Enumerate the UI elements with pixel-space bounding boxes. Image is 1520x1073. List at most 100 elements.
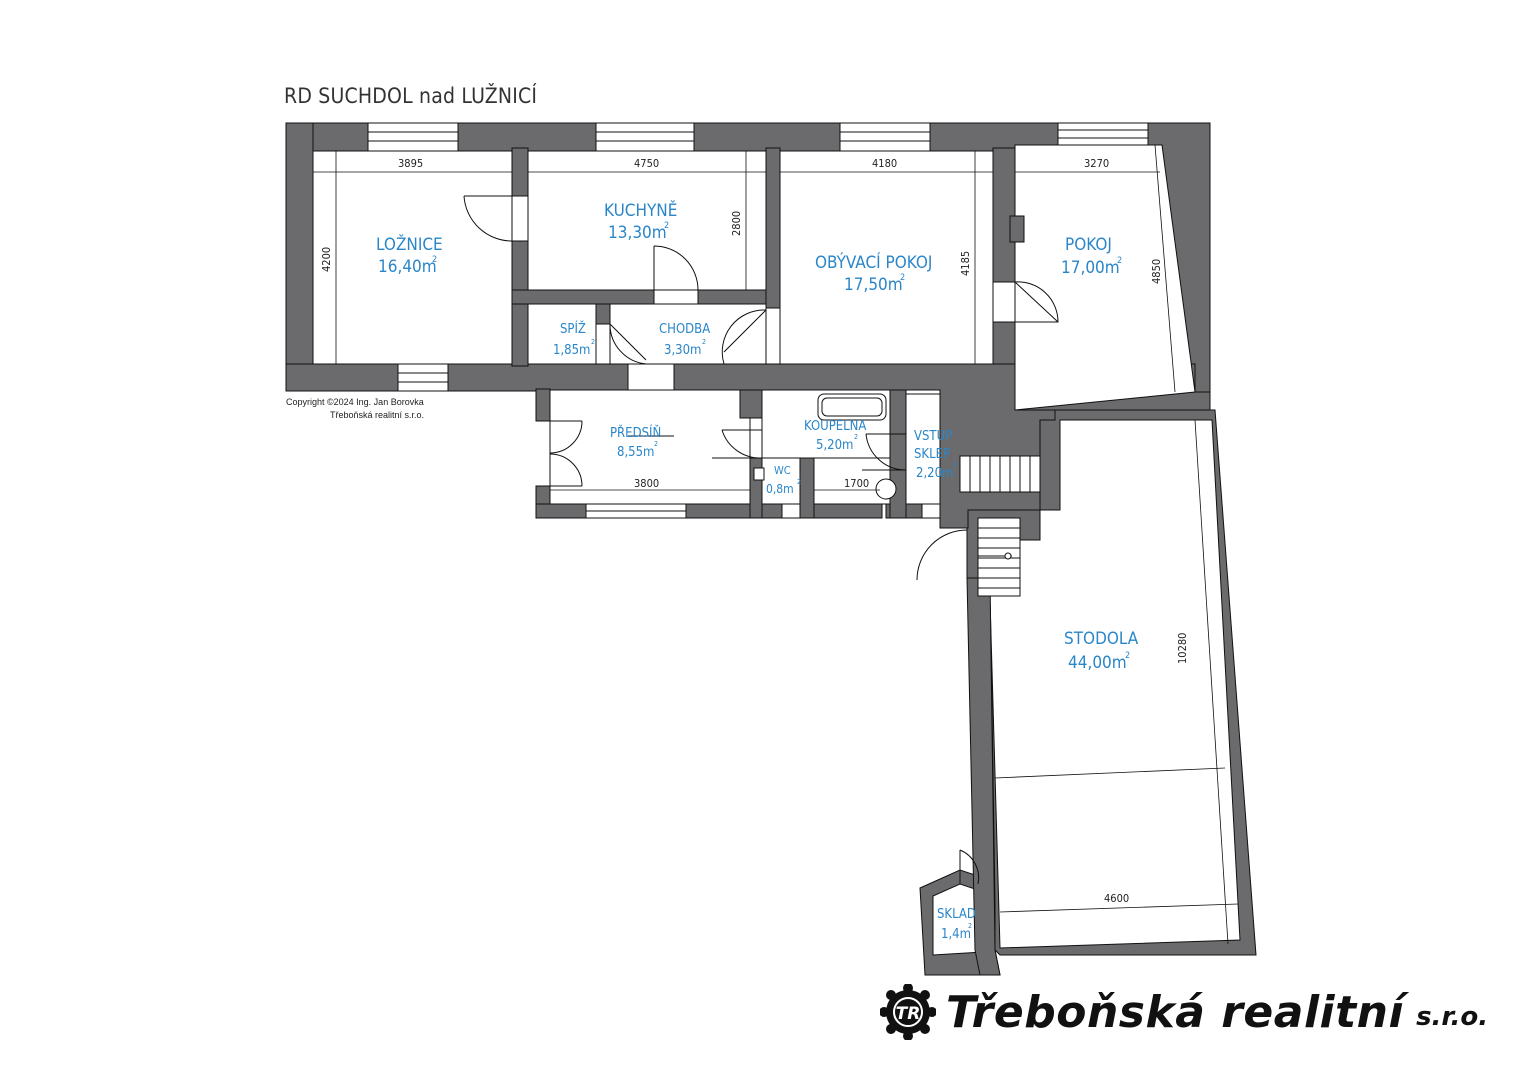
stairs xyxy=(959,455,1041,597)
door-stodola xyxy=(916,529,968,581)
dim-2800: 2800 xyxy=(730,211,743,236)
room-obyvaci-name: OBÝVACÍ POKOJ xyxy=(815,251,932,273)
door-vstup xyxy=(862,433,907,471)
room-sklad-sup: 2 xyxy=(968,922,972,930)
wall-top-3 xyxy=(693,122,841,152)
floor-koupelna-lower xyxy=(813,457,891,505)
wall-koupelna-bottom xyxy=(811,503,883,519)
plan-title: RD SUCHDOL nad LUŽNICÍ xyxy=(284,84,538,108)
door-spiz xyxy=(609,323,647,365)
window-5 xyxy=(397,363,449,392)
copyright-line1: Copyright ©2024 Ing. Jan Borovka xyxy=(286,397,424,407)
doors xyxy=(463,195,1059,885)
wall-bedroom-bottom-a xyxy=(285,363,399,392)
room-chodba-area: 3,30m xyxy=(664,343,701,358)
toilet xyxy=(753,467,765,481)
wall-partition-1 xyxy=(511,147,529,197)
dim-3270: 3270 xyxy=(1084,157,1109,170)
window-2 xyxy=(595,122,695,152)
room-obyvaci-area: 17,50m xyxy=(844,275,903,295)
room-chodba-name: CHODBA xyxy=(659,322,710,337)
wall-overlay-koupelna-div xyxy=(889,389,907,519)
room-kuchyne-sup: 2 xyxy=(664,221,669,231)
window-4 xyxy=(1057,122,1149,146)
door-obyvaci xyxy=(721,309,767,365)
wall-overlay-pokoj-bump xyxy=(1009,215,1025,243)
room-predsin-area: 8,55m xyxy=(617,445,654,460)
wall-predsin-bottom-a xyxy=(535,503,587,519)
room-pokoj-sup: 2 xyxy=(1117,256,1122,266)
room-sklad-name: SKLAD xyxy=(937,907,976,922)
wall-bedroom-bottom-b xyxy=(447,363,629,392)
wall-overlay-kitchen-right xyxy=(765,147,781,309)
wall-partition-5 xyxy=(992,321,1016,367)
brand-suffix: s.r.o. xyxy=(1416,1002,1489,1032)
door-pokoj xyxy=(1014,281,1059,323)
door-sklad xyxy=(959,849,980,885)
window-3 xyxy=(839,122,931,152)
wall-top-2 xyxy=(457,122,597,152)
dim-4200: 4200 xyxy=(320,247,333,272)
room-koupelna-area: 5,20m xyxy=(816,438,853,453)
wall-overlay-wc-right xyxy=(799,457,815,519)
floor-loznice xyxy=(312,150,513,365)
floor-spiz xyxy=(527,303,597,365)
room-loznice-sup: 2 xyxy=(432,255,437,265)
room-wc-name: WC xyxy=(774,464,791,477)
door-chodba xyxy=(627,364,675,437)
window-8 xyxy=(921,503,941,519)
wall-partition-4 xyxy=(992,147,1016,283)
dim-4750: 4750 xyxy=(634,157,659,170)
fixtures xyxy=(753,393,897,500)
window-7 xyxy=(781,503,801,519)
room-chodba-sup: 2 xyxy=(702,338,706,346)
wall-overlay-spiz xyxy=(595,303,611,325)
dim-1700: 1700 xyxy=(844,477,869,490)
room-labels: LOŽNICE 16,40m 2 KUCHYNĚ 13,30m 2 OBÝVAC… xyxy=(376,199,1139,942)
dim-3895: 3895 xyxy=(398,157,423,170)
brand-name: Třeboňská realitní xyxy=(946,986,1405,1038)
dim-10280: 10280 xyxy=(1176,633,1189,664)
room-obyvaci-sup: 2 xyxy=(900,273,905,283)
floor-kuchyne xyxy=(527,150,767,291)
room-vstup-name: VSTUP xyxy=(914,429,952,444)
room-predsin-name: PŘEDSÍŇ xyxy=(610,425,661,441)
door-koupelna xyxy=(712,429,763,459)
dimension-labels: 3895 4750 4180 3270 4200 2800 4185 4850 … xyxy=(320,157,1189,905)
floor-predsin xyxy=(549,389,751,505)
wall-kitchen-bottom-a xyxy=(511,289,655,305)
dim-4600: 4600 xyxy=(1104,892,1129,905)
room-vstup-sup: 2 xyxy=(953,461,957,469)
room-loznice-area: 16,40m xyxy=(378,257,437,277)
room-spiz-name: SPÍŽ xyxy=(560,321,586,337)
wall-overlays xyxy=(595,147,1025,976)
room-koupelna-sup: 2 xyxy=(854,433,858,441)
room-loznice-name: LOŽNICE xyxy=(376,233,443,255)
dim-4180: 4180 xyxy=(872,157,897,170)
dim-3800: 3800 xyxy=(634,477,659,490)
room-vstup-name2: SKLEP xyxy=(914,447,950,462)
room-stodola-area: 44,00m xyxy=(1068,653,1127,673)
room-kuchyne-area: 13,30m xyxy=(608,223,667,243)
room-pokoj-area: 17,00m xyxy=(1061,258,1120,278)
window-1 xyxy=(367,122,459,152)
stairs-lower xyxy=(977,517,1021,597)
room-koupelna-name: KOUPELNA xyxy=(804,419,866,434)
door-kuchyne xyxy=(653,245,699,291)
dimension-lines xyxy=(313,144,1239,945)
copyright-line2: Třeboňská realitní s.r.o. xyxy=(330,410,425,420)
door-loznice xyxy=(463,195,513,242)
floor-obyvaci xyxy=(779,150,994,365)
room-kuchyne-name: KUCHYNĚ xyxy=(604,199,677,221)
room-sklad-area: 1,4m xyxy=(941,927,971,942)
room-stodola-sup: 2 xyxy=(1125,651,1130,661)
sink xyxy=(875,478,897,500)
wall-predsin-left-a xyxy=(535,388,551,422)
room-pokoj-name: POKOJ xyxy=(1065,235,1112,255)
door-entrance-bottom xyxy=(549,453,583,487)
floor-chodba xyxy=(609,303,767,365)
brand-footer: TR Třeboňská realitní s.r.o. xyxy=(880,982,1488,1042)
wall-overlay-koupelna-top xyxy=(739,389,763,419)
room-floors xyxy=(312,144,1241,956)
